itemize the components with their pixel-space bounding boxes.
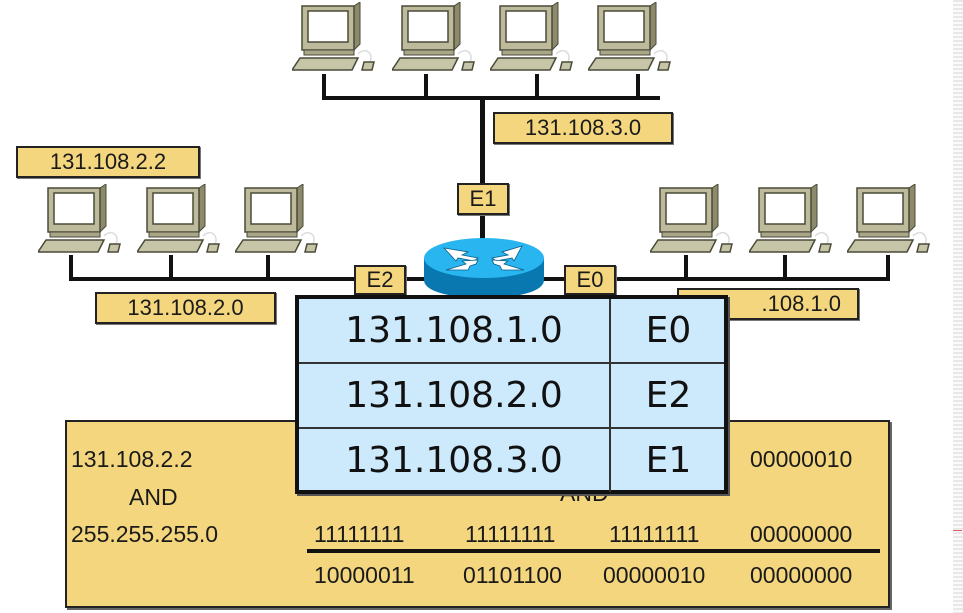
computer-icon [650, 184, 734, 258]
left-lan-bus [69, 277, 429, 281]
interface-label-e2: E2 [354, 265, 406, 295]
left-drop-3 [266, 255, 270, 279]
calc-ip-binary-octet-4: 00000010 [750, 446, 853, 472]
computer-icon [847, 184, 931, 258]
route-interface: E0 [609, 299, 726, 362]
top-drop-1 [322, 74, 326, 98]
result-binary-octet-4: 00000000 [750, 562, 853, 588]
result-binary-octet-1: 10000011 [314, 562, 415, 588]
interface-label-e0: E0 [564, 265, 616, 295]
right-drop-2 [783, 255, 787, 279]
router-uplink [480, 98, 485, 248]
right-drop-3 [886, 255, 890, 279]
calc-and-operator: AND [129, 484, 178, 510]
computer-icon [235, 184, 319, 258]
routing-table: 131.108.1.0 E0 131.108.2.0 E2 131.108.3.… [295, 295, 728, 494]
calc-ip-address: 131.108.2.2 [71, 446, 193, 472]
left-drop-1 [69, 255, 73, 279]
right-drop-1 [684, 255, 688, 279]
computer-icon [749, 184, 833, 258]
calc-subnet-mask: 255.255.255.0 [71, 521, 219, 547]
left-drop-2 [169, 255, 173, 279]
result-divider [307, 549, 880, 553]
routing-table-row: 131.108.3.0 E1 [299, 429, 724, 492]
scroll-position-marker [953, 530, 962, 531]
router-icon [424, 238, 544, 298]
top-drop-3 [535, 74, 539, 98]
top-drop-4 [636, 74, 640, 98]
interface-label-e1: E1 [457, 183, 509, 215]
mask-binary-octet-2: 11111111 [465, 521, 556, 547]
computer-icon [137, 184, 221, 258]
top-lan-bus [322, 96, 660, 100]
mask-binary-octet-4: 00000000 [750, 521, 853, 547]
computer-icon [392, 2, 476, 76]
route-network: 131.108.1.0 [345, 310, 563, 351]
computer-icon [588, 2, 672, 76]
route-interface: E1 [609, 429, 726, 492]
route-interface: E2 [609, 364, 726, 427]
routing-table-row: 131.108.1.0 E0 [299, 299, 724, 364]
route-network: 131.108.3.0 [345, 440, 563, 481]
subnet-label-top: 131.108.3.0 [493, 112, 673, 144]
top-drop-2 [424, 74, 428, 98]
computer-icon [38, 184, 122, 258]
right-lan-bus [540, 277, 890, 281]
result-binary-octet-2: 01101100 [463, 562, 562, 588]
host-ip-label: 131.108.2.2 [16, 146, 200, 178]
computer-icon [292, 2, 376, 76]
scrollbar[interactable] [953, 0, 963, 613]
mask-binary-octet-3: 11111111 [609, 521, 700, 547]
mask-binary-octet-1: 11111111 [314, 521, 405, 547]
computer-icon [490, 2, 574, 76]
route-network: 131.108.2.0 [345, 375, 563, 416]
result-binary-octet-3: 00000010 [603, 562, 706, 588]
subnet-label-left: 131.108.2.0 [95, 292, 276, 324]
routing-table-row: 131.108.2.0 E2 [299, 364, 724, 429]
